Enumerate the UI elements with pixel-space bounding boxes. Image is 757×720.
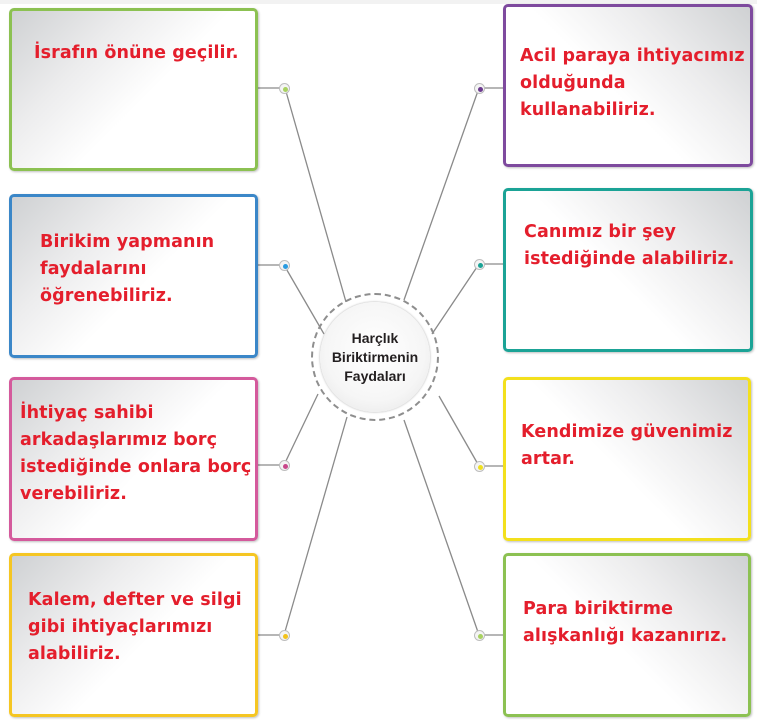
benefit-text: Para biriktirme alışkanlığı kazanırız. bbox=[523, 599, 728, 646]
benefit-box-right-4: Para biriktirme alışkanlığı kazanırız. bbox=[503, 553, 751, 717]
connector-dot bbox=[474, 630, 485, 641]
benefit-box-right-2: Canımız bir şey istediğinde alabiliriz. bbox=[503, 188, 753, 352]
benefit-box-right-3: Kendimize güvenimiz artar. bbox=[503, 377, 751, 541]
connector-dot bbox=[279, 630, 290, 641]
benefit-box-left-2: Birikim yapmanın faydalarını öğrenebilir… bbox=[9, 194, 258, 358]
benefit-box-left-1: İsrafın önüne geçilir. bbox=[9, 8, 258, 171]
connector-dot bbox=[279, 83, 290, 94]
benefit-box-left-3: İhtiyaç sahibi arkadaşlarımız borç isted… bbox=[9, 377, 258, 541]
center-title-line: Faydaları bbox=[344, 367, 406, 384]
center-dashed-ring bbox=[311, 293, 439, 421]
top-strip bbox=[0, 0, 757, 4]
connector-dot bbox=[474, 461, 485, 472]
connector-dot bbox=[474, 83, 485, 94]
benefit-text: Kendimize güvenimiz artar. bbox=[521, 422, 733, 469]
benefit-text: İsrafın önüne geçilir. bbox=[34, 43, 239, 63]
benefit-text: Canımız bir şey istediğinde alabiliriz. bbox=[524, 222, 735, 269]
benefit-text: İhtiyaç sahibi arkadaşlarımız borç isted… bbox=[20, 403, 252, 504]
connector-dot bbox=[279, 260, 290, 271]
benefit-text: Acil paraya ihtiyacımız olduğunda kullan… bbox=[520, 46, 745, 120]
benefit-box-right-1: Acil paraya ihtiyacımız olduğunda kullan… bbox=[503, 4, 753, 167]
connector-dot bbox=[279, 460, 290, 471]
benefit-text: Birikim yapmanın faydalarını öğrenebilir… bbox=[40, 232, 215, 306]
center-topic-circle: Harçlık Biriktirmenin Faydaları bbox=[320, 302, 430, 412]
benefit-box-left-4: Kalem, defter ve silgi gibi ihtiyaçlarım… bbox=[9, 553, 258, 717]
center-title-line: Harçlık bbox=[351, 329, 399, 346]
benefit-text: Kalem, defter ve silgi gibi ihtiyaçlarım… bbox=[28, 590, 242, 664]
center-title-line: Biriktirmenin bbox=[331, 348, 419, 365]
connector-dot bbox=[474, 259, 485, 270]
